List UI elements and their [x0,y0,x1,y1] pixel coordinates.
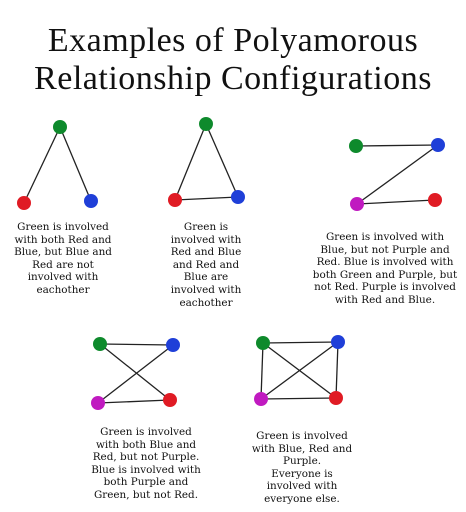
page-title-line-1: Examples of Polyamorous [47,22,419,59]
node-red [168,193,182,207]
edge-green-blue [99,343,174,346]
caption-triad-configuration: Green is involved with Red and Blue and … [170,221,242,309]
node-red [329,391,343,405]
node-green [256,336,270,350]
caption-v-configuration: Green is involved with both Red and Blue… [14,221,112,296]
node-blue [84,194,98,208]
edge-purple-red [97,399,171,404]
caption-cross-configuration: Green is involved with both Blue and Red… [91,426,201,501]
edge-green-blue [59,126,92,202]
node-green [199,117,213,131]
edge-green-purple [260,342,264,400]
edge-blue-purple [356,144,439,205]
edge-red-blue [174,196,239,201]
node-blue [231,190,245,204]
node-green [93,337,107,351]
edge-green-red [99,343,171,401]
node-blue [331,335,345,349]
node-purple [254,392,268,406]
node-blue [166,338,180,352]
edge-green-blue [262,341,339,344]
node-green [349,139,363,153]
edge-purple-red [260,397,337,400]
edge-green-blue [205,123,239,198]
node-blue [431,138,445,152]
node-red [163,393,177,407]
page-title-line-2: Relationship Configurations [34,60,432,97]
caption-chain-configuration: Green is involved with Blue, but not Pur… [312,231,458,306]
edge-green-red [23,126,61,204]
edge-blue-red [335,341,339,399]
node-red [17,196,31,210]
edge-purple-red [356,199,436,205]
node-red [428,193,442,207]
edge-blue-purple [97,344,174,404]
edge-green-blue [355,144,439,147]
node-purple [350,197,364,211]
edge-green-red [174,123,207,201]
caption-full-configuration: Green is involved with Blue, Red and Pur… [251,430,353,505]
node-purple [91,396,105,410]
edge-blue-purple [260,341,339,400]
node-green [53,120,67,134]
